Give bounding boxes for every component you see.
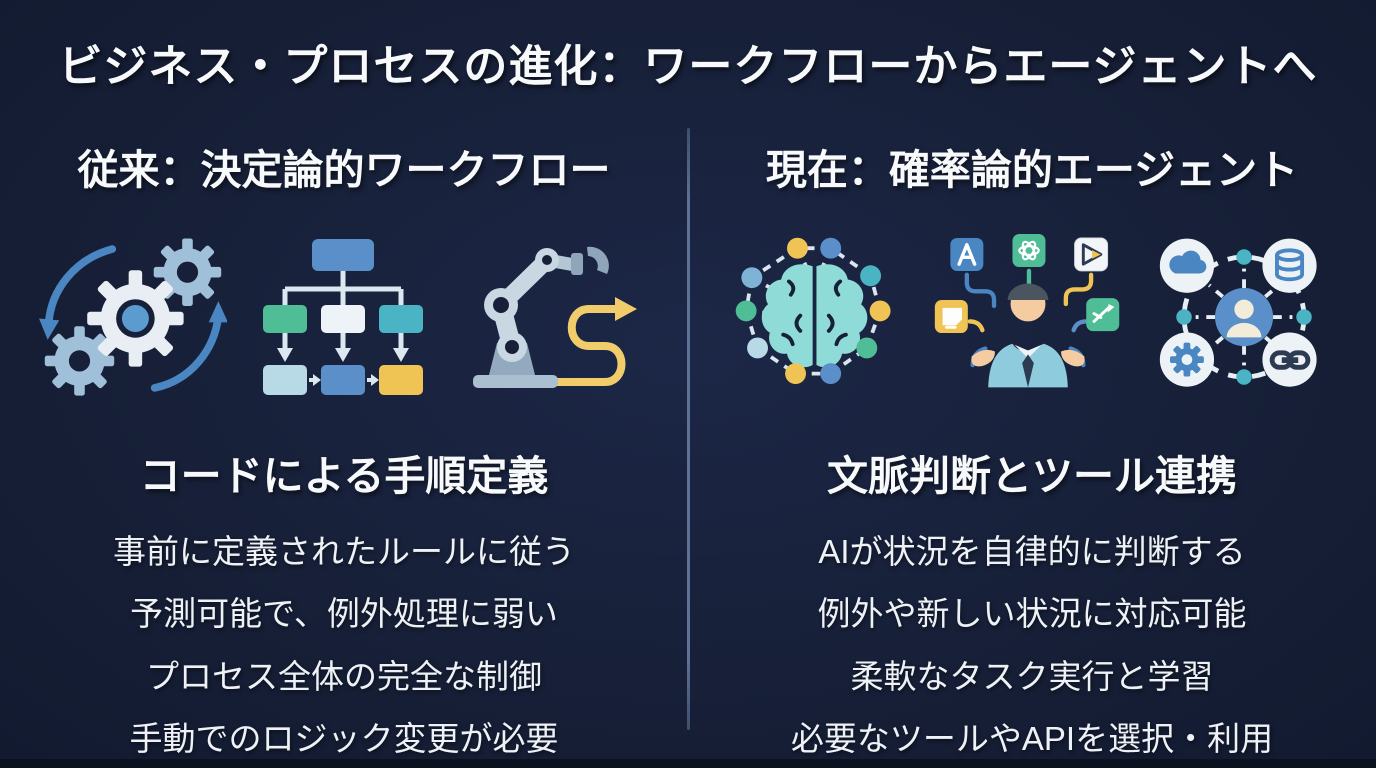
column-divider — [687, 128, 690, 730]
traditional-icons-row — [0, 224, 688, 412]
point-text: 柔軟なタスク実行と学習 — [850, 657, 1214, 695]
column-heading-traditional: 従来：決定論的ワークフロー — [77, 147, 611, 193]
bottom-edge-bar — [0, 759, 1376, 768]
point-text: 事前に定義されたルールに従う — [113, 533, 575, 570]
page-title: ビジネス・プロセスの進化：ワークフローからエージェントへ — [58, 42, 1318, 91]
column-probabilistic-agent: 現在：確率論的エージェント — [688, 136, 1376, 757]
agent-tools-icon — [934, 233, 1119, 387]
brain-network-icon — [735, 237, 891, 384]
gears-cycle-icon — [39, 238, 227, 396]
point-text: AIが状況を自律的に判断する — [818, 533, 1246, 570]
point-text: 予測可能で、例外処理に弱い — [130, 595, 558, 633]
subheading-agent: 文脈判断とツール連携 — [827, 453, 1237, 499]
column-heading-agent: 現在：確率論的エージェント — [765, 147, 1299, 193]
column-traditional-workflow: 従来：決定論的ワークフロー — [0, 136, 688, 757]
subheading-traditional: コードによる手順定義 — [139, 453, 549, 499]
point-text: プロセス全体の完全な制御 — [146, 657, 542, 695]
integration-network-icon — [1159, 238, 1317, 387]
point-text: 必要なツールやAPIを選択・利用 — [790, 719, 1274, 757]
agent-icons-row — [688, 224, 1376, 412]
point-text: 手動でのロジック変更が必要 — [129, 719, 559, 757]
robot-arm-icon — [473, 246, 637, 388]
point-text: 例外や新しい状況に対応可能 — [817, 595, 1247, 633]
flowchart-icon — [263, 239, 423, 395]
comparison-columns: 従来：決定論的ワークフロー — [0, 128, 1376, 757]
